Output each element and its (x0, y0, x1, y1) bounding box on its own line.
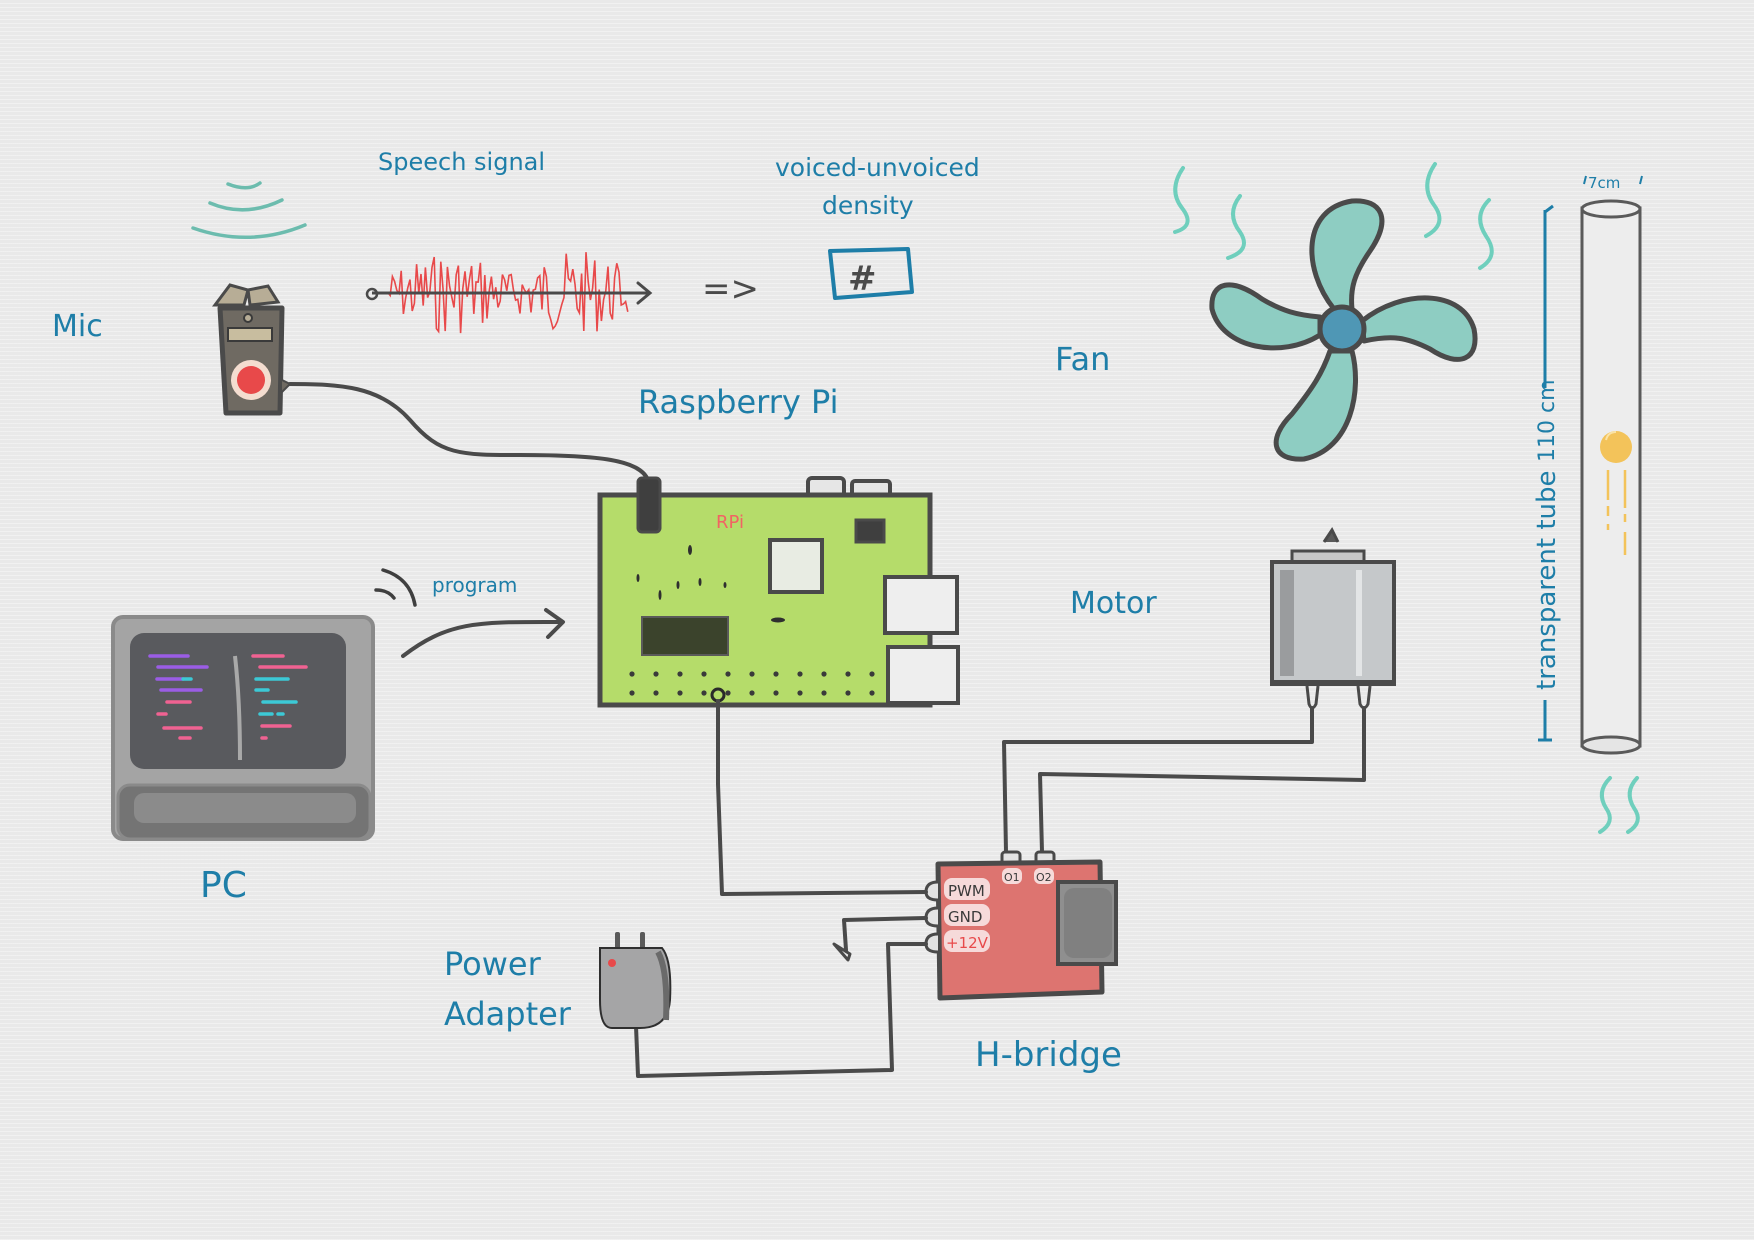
pin-hole (797, 671, 803, 677)
program-label: program (432, 573, 517, 597)
axis-arrowhead-icon (636, 281, 653, 305)
pin-hole (869, 671, 875, 677)
pin-hole (869, 690, 875, 696)
h-bridge-board: PWM GND +12V O1 O2 (924, 850, 1118, 1001)
pin-holes (629, 671, 875, 696)
microphone-icon (212, 283, 292, 416)
wireless-icon (374, 568, 417, 607)
pin-hole (653, 690, 659, 696)
pin-hole (845, 690, 851, 696)
pwm-wire (716, 699, 928, 896)
usb-block-2 (886, 645, 960, 705)
tube-length-label: 110 cm (1535, 379, 1560, 462)
rpi-board-text: RPi (716, 512, 744, 533)
gnd-wire (842, 916, 928, 952)
airflow-in-icon (1598, 776, 1640, 834)
speech-waveform (365, 252, 653, 334)
motor-wire-2 (1038, 706, 1366, 854)
power-wire (634, 942, 928, 1078)
ground-symbol-icon (832, 942, 852, 962)
ball-icon (1600, 431, 1632, 555)
airflow-icon (1173, 162, 1494, 270)
mic-cable (288, 382, 650, 482)
pin-hole (629, 690, 635, 696)
program-arrowhead-icon (544, 608, 565, 639)
sound-waves-icon (191, 181, 307, 240)
density-label: density (822, 191, 914, 220)
pin-out1-label: O1 (1004, 871, 1020, 884)
transparent-tube: 7cm 110 cm transparent tube (1532, 174, 1643, 755)
pin-hole (797, 690, 803, 696)
code-lines (148, 654, 308, 740)
density-value: # (848, 259, 877, 299)
power-adapter-label-2: Adapter (444, 995, 572, 1033)
pin-gnd-label: GND (948, 908, 982, 926)
pin-hole (653, 671, 659, 677)
fan-icon (1209, 198, 1478, 462)
pc-label: PC (200, 865, 247, 906)
pin-hole (725, 671, 731, 677)
motor-label: Motor (1070, 586, 1157, 621)
h-bridge-label: H-bridge (975, 1035, 1122, 1075)
fan-label: Fan (1055, 340, 1110, 378)
pc-icon (111, 615, 375, 841)
pin-pwm-label: PWM (948, 882, 985, 900)
pin-hole (629, 671, 635, 677)
pin-hole (749, 671, 755, 677)
program-arrow (401, 619, 564, 658)
voiced-unvoiced-label: voiced-unvoiced (775, 153, 980, 182)
motor-icon (1270, 527, 1396, 710)
cpu-chip (768, 538, 824, 594)
density-value-box: # (828, 247, 914, 300)
raspberry-pi-label: Raspberry Pi (638, 383, 838, 421)
usb-port (636, 476, 662, 534)
motor-wire-1 (1002, 706, 1314, 854)
pin-hole (725, 690, 731, 696)
transform-arrow-icon: => (702, 269, 759, 309)
pin-hole (677, 671, 683, 677)
gpio-header (641, 616, 729, 656)
tube-caption-label: transparent tube (1532, 470, 1562, 690)
pin-hole (773, 690, 779, 696)
pin-hole (701, 690, 707, 696)
mic-label: Mic (52, 309, 103, 344)
waveform-trace (387, 252, 629, 334)
axis-origin (365, 287, 379, 301)
pin-hole (749, 690, 755, 696)
pin-hole (845, 671, 851, 677)
pin-hole (821, 690, 827, 696)
pin-12v-label: +12V (946, 934, 989, 952)
pin-hole (677, 690, 683, 696)
pin-hole (773, 671, 779, 677)
power-adapter-icon (599, 932, 672, 1029)
usb-block-1 (883, 575, 959, 635)
speech-signal-label: Speech signal (378, 148, 545, 176)
pin-hole (821, 671, 827, 677)
raspberry-pi-board: RPi (597, 476, 960, 708)
power-adapter-label-1: Power (444, 945, 542, 983)
pin-connectors (924, 880, 939, 954)
pin-hole (701, 671, 707, 677)
pin-out2-label: O2 (1036, 871, 1052, 884)
tube-width-label: 7cm (1588, 174, 1620, 192)
